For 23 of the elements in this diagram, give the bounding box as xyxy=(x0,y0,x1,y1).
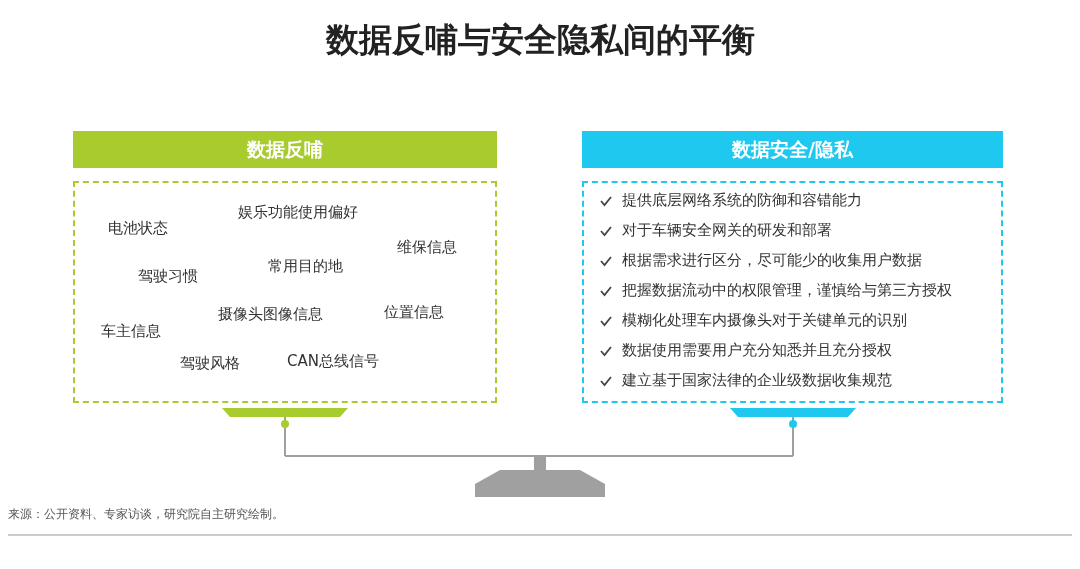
header-bar: 数据安全/隐私 xyxy=(582,131,1003,168)
keyword-text: 维保信息 xyxy=(397,238,457,257)
keyword-text: 摄像头图像信息 xyxy=(218,305,323,324)
list-item-text: 数据使用需要用户充分知悉并且充分授权 xyxy=(622,341,892,360)
keyword-text: 娱乐功能使用偏好 xyxy=(238,203,358,222)
keyword-text: 车主信息 xyxy=(101,322,161,341)
keyword-text: 位置信息 xyxy=(384,303,444,322)
list-item-text: 提供底层网络系统的防御和容错能力 xyxy=(622,191,862,210)
list-item-text: 根据需求进行区分，尽可能少的收集用户数据 xyxy=(622,251,922,270)
list-item-text: 把握数据流动中的权限管理，谨慎给与第三方授权 xyxy=(622,281,952,300)
list-item-text: 模糊化处理车内摄像头对于关键单元的识别 xyxy=(622,311,907,330)
keyword-text: 电池状态 xyxy=(108,219,168,238)
keyword-text: CAN总线信号 xyxy=(287,352,379,371)
dashed-panel xyxy=(73,181,497,403)
keyword-text: 常用目的地 xyxy=(268,257,343,276)
title: 数据反哺与安全隐私间的平衡 xyxy=(324,19,756,61)
header-bar: 数据反哺 xyxy=(73,131,497,168)
dashed-panel xyxy=(582,181,1003,403)
keyword-text: 驾驶习惯 xyxy=(138,267,198,286)
list-item-text: 建立基于国家法律的企业级数据收集规范 xyxy=(622,371,892,390)
source-note: 来源：公开资料、专家访谈，研究院自主研究绘制。 xyxy=(8,506,284,523)
list-item-text: 对于车辆安全网关的研发和部署 xyxy=(622,221,832,240)
keyword-text: 驾驶风格 xyxy=(180,354,240,373)
